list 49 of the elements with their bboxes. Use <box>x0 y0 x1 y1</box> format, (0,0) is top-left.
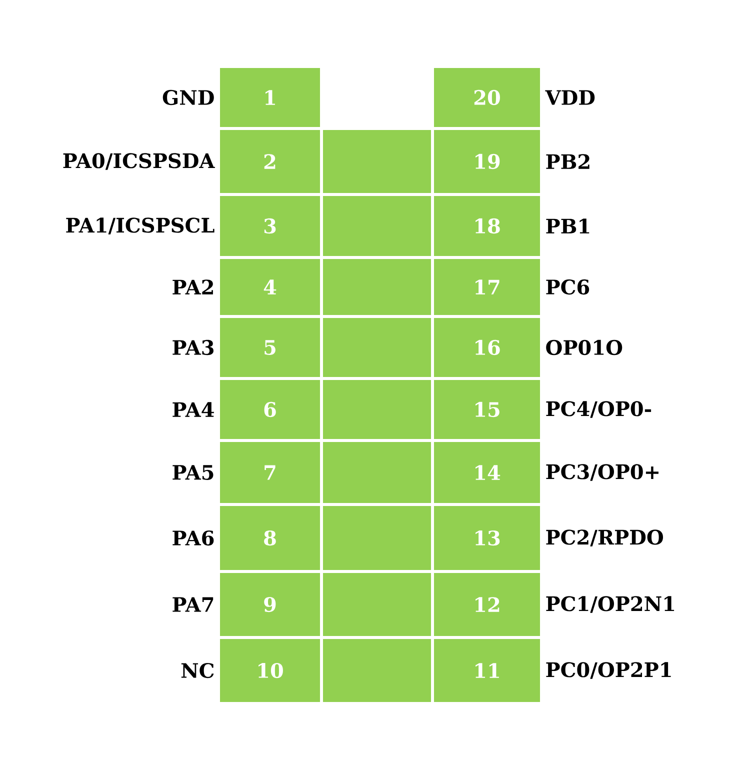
pin-label: PC6 <box>546 279 590 295</box>
pin-label: PA7 <box>172 597 214 612</box>
pin-box: 9 <box>220 573 320 636</box>
pin-box: 6 <box>220 380 320 439</box>
pin-box: 18 <box>434 196 540 256</box>
pin-label: GND <box>162 90 214 106</box>
empty-box <box>323 639 431 702</box>
empty-box <box>323 442 431 503</box>
pin-box: 12 <box>434 573 540 636</box>
pin-label: PA0/ICSPSDA <box>63 153 215 170</box>
pin-label: PA4 <box>172 402 214 417</box>
pin-label: PA1/ICSPSCL <box>66 218 214 234</box>
pin-label: PA6 <box>172 530 214 546</box>
pin-label: PC0/OP2P1 <box>546 662 671 679</box>
pin-label: PA5 <box>172 465 214 480</box>
pin-box: 8 <box>220 506 320 570</box>
pin-label: PC2/RPDO <box>546 530 663 546</box>
pin-box: 2 <box>220 130 320 193</box>
pin-box: 19 <box>434 130 540 193</box>
pin-box: 1 <box>220 68 320 127</box>
empty-box <box>323 573 431 636</box>
empty-box <box>323 506 431 570</box>
pin-box: 3 <box>220 196 320 256</box>
pin-box: 4 <box>220 259 320 315</box>
pin-label: PC3/OP0+ <box>546 464 658 481</box>
empty-box <box>323 259 431 315</box>
pin-label: PA2 <box>172 280 213 294</box>
pin-box: 15 <box>434 380 540 439</box>
pin-box: 11 <box>434 639 540 702</box>
empty-box <box>323 130 431 193</box>
pin-label: PA3 <box>172 340 214 356</box>
pin-box: 16 <box>434 318 540 377</box>
empty-box <box>323 380 431 439</box>
pin-label: VDD <box>545 90 595 105</box>
pin-box: 13 <box>434 506 540 570</box>
pin-box: 17 <box>434 259 540 315</box>
pin-box: 20 <box>434 68 540 127</box>
pin-label: NC <box>181 662 214 678</box>
pin-box: 14 <box>434 442 540 503</box>
pin-label: OP01O <box>546 340 622 356</box>
pin-label: PC1/OP2N1 <box>546 596 674 613</box>
pin-label: PB1 <box>546 218 590 234</box>
pin-label: PB2 <box>546 154 590 169</box>
pin-label: PC4/OP0- <box>546 401 652 418</box>
pin-box: 7 <box>220 442 320 503</box>
pin-box: 5 <box>220 318 320 377</box>
empty-box <box>323 196 431 256</box>
empty-box <box>323 318 431 377</box>
pin-box: 10 <box>220 639 320 702</box>
